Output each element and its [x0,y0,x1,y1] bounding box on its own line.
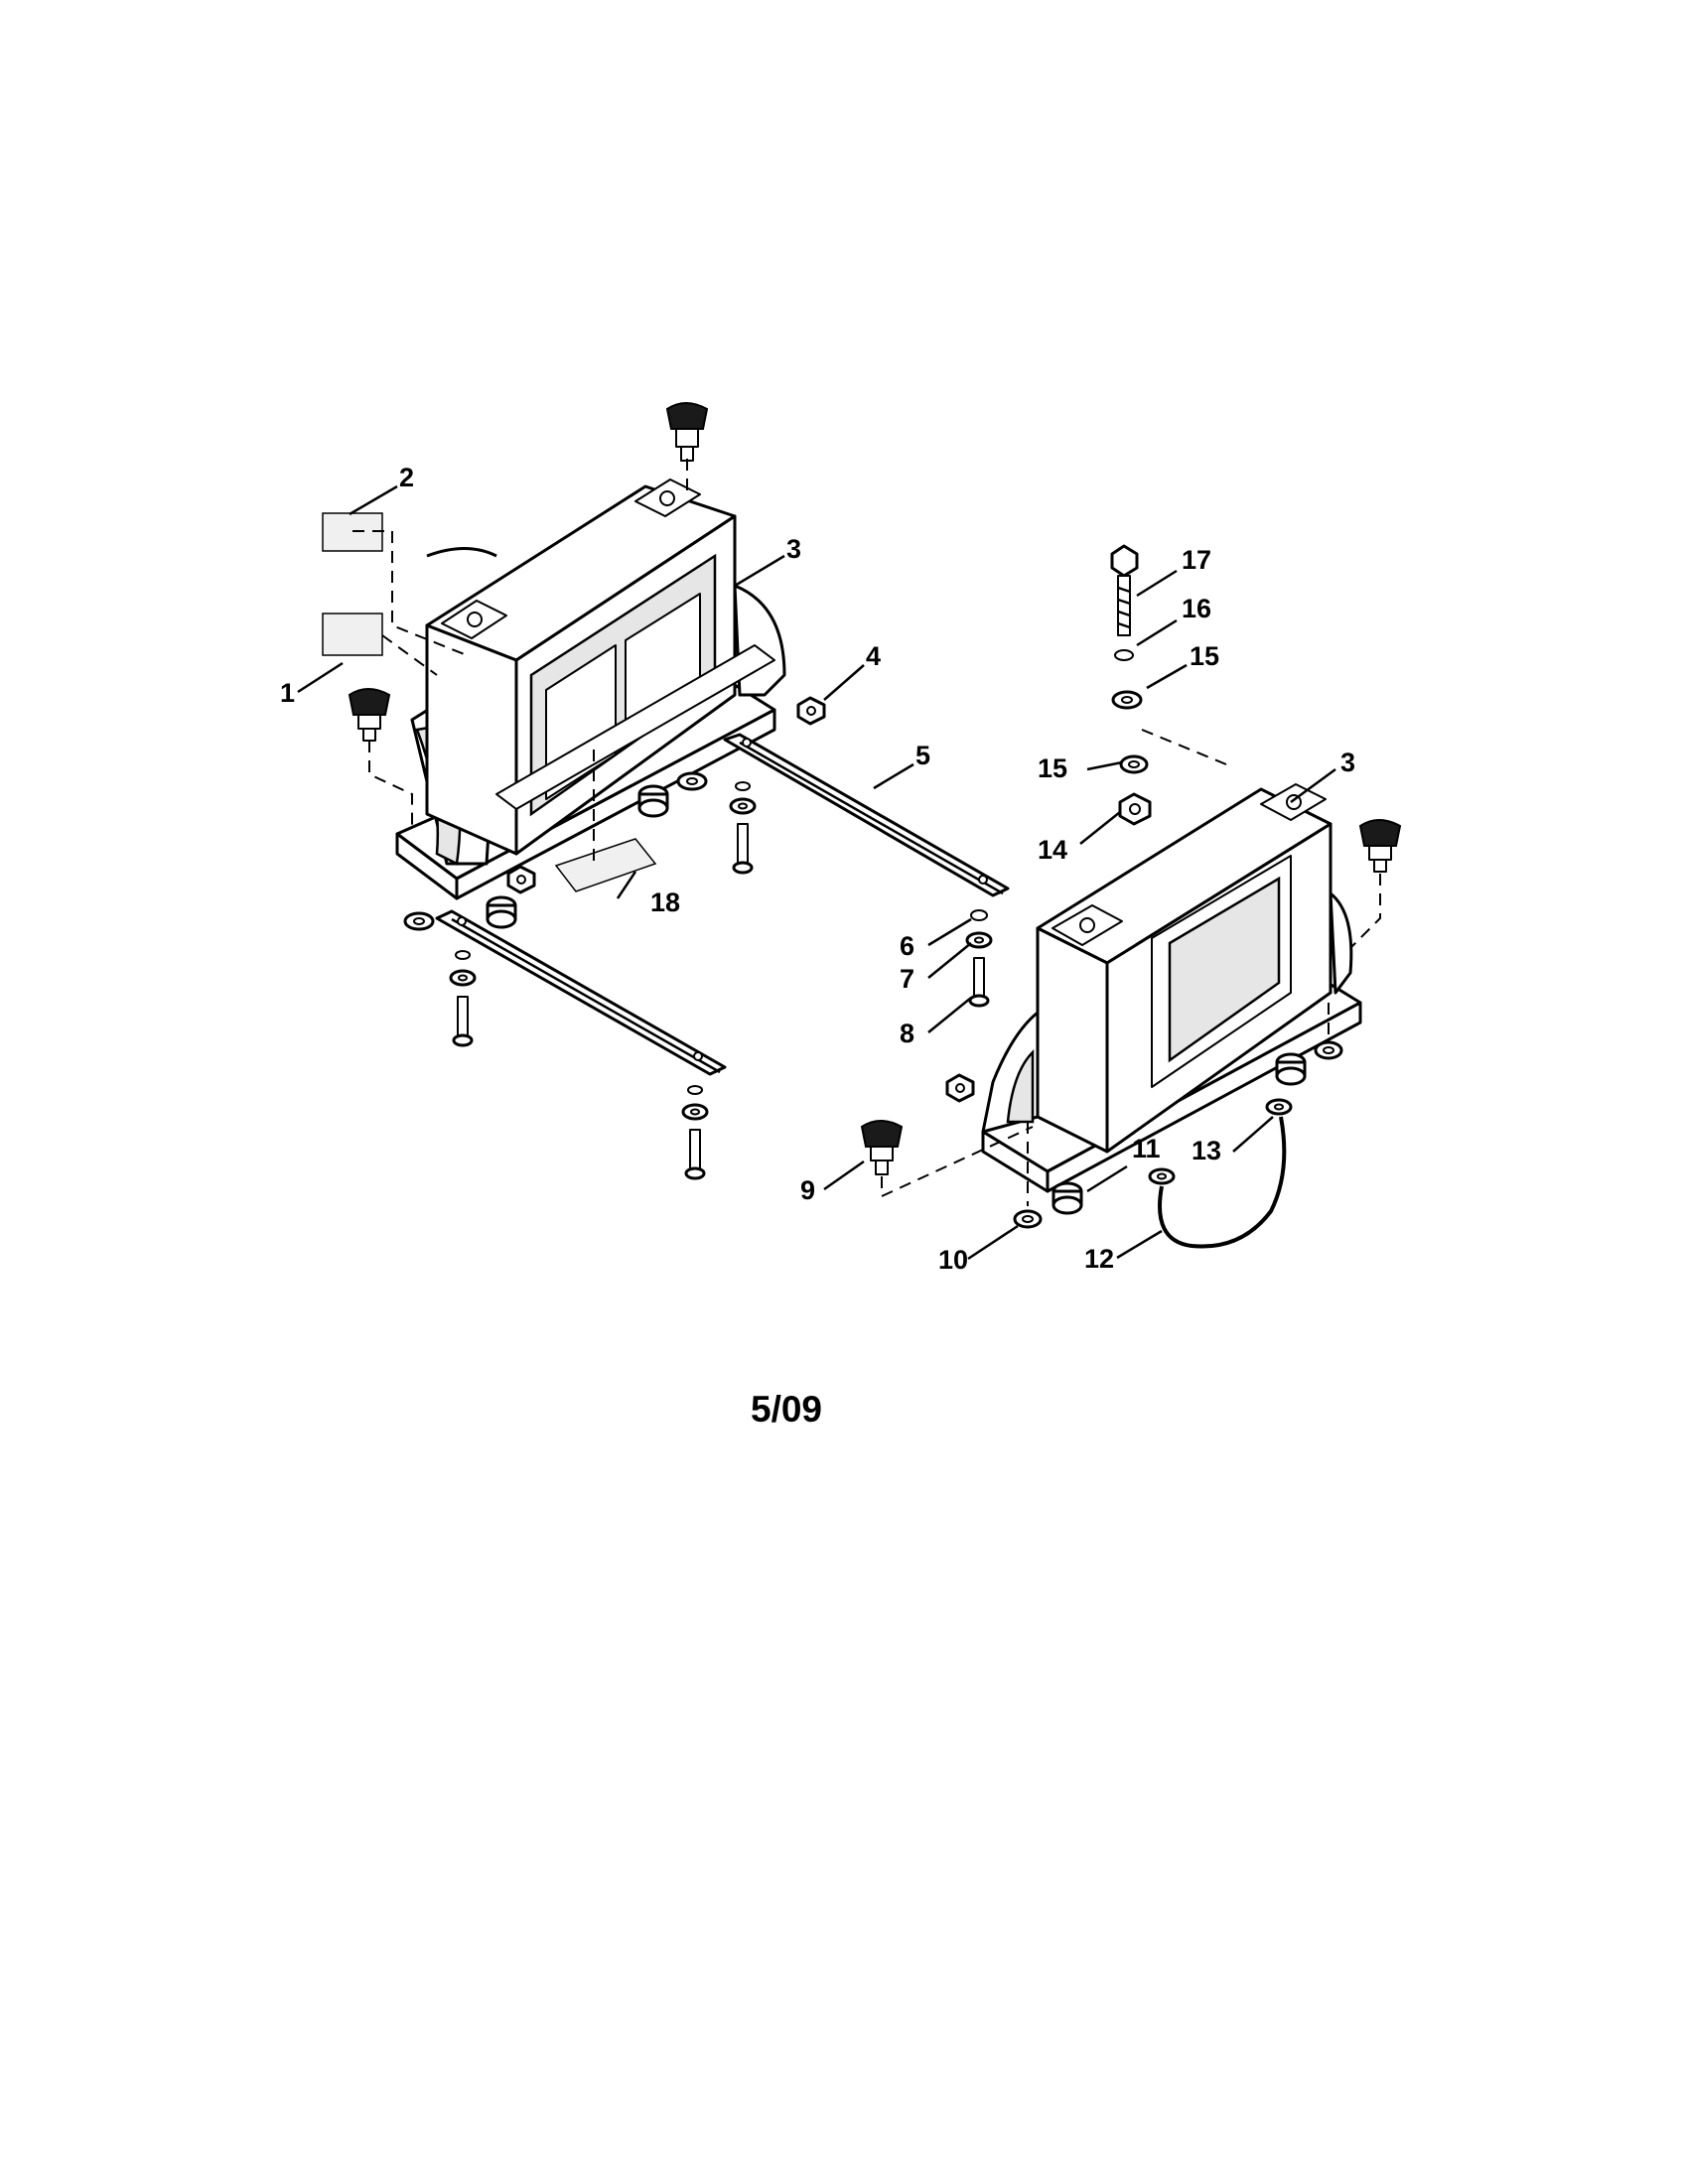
right-base-housing [981,783,1362,1193]
knob-top-left [665,402,709,462]
wire-12 [1158,1116,1287,1249]
screw-left-c [684,1129,706,1180]
washer-left-e [681,1103,709,1121]
label-decal-1 [322,613,383,656]
lock-ring-6 [970,909,988,921]
bolt-17 [1110,544,1139,636]
nut-left-base [506,865,536,894]
callout-4: 4 [866,641,881,671]
nut-14 [1118,792,1152,826]
lock-ring-left-a [735,781,751,791]
callout-8: 8 [900,1019,914,1048]
callout-18: 18 [650,887,680,917]
callout-3-left: 3 [786,534,801,564]
lock-ring-left-c [687,1085,703,1095]
knob-right [1358,819,1402,873]
lock-ring-left-b [455,950,471,960]
washer-left-c [729,797,757,815]
washer-12-end [1148,1167,1176,1185]
callout-3-right: 3 [1340,748,1355,777]
callout-5: 5 [915,741,930,770]
callout-10: 10 [938,1245,968,1275]
label-decal-18 [554,838,657,892]
callout-1: 1 [280,678,295,708]
washer-left-d [449,969,477,987]
callout-labels: 1 2 3 3 4 5 6 7 8 9 10 11 12 13 14 15 15… [280,463,1355,1275]
screw-left-b [452,996,474,1047]
callout-16: 16 [1182,594,1211,623]
knob-left [348,688,391,742]
grommet-left-2 [486,895,517,929]
assembly-lines [352,459,1381,1206]
nut-right-base [945,1073,975,1103]
washer-7 [965,931,993,949]
grommet-right [1275,1052,1307,1086]
callout-9: 9 [800,1175,815,1205]
washer-13 [1265,1098,1293,1116]
washer-left-a [676,771,708,791]
grommet-left-1 [637,784,669,818]
washer-right-base [1314,1040,1343,1060]
callout-14: 14 [1038,835,1067,865]
screw-left-a [732,823,754,875]
callout-2: 2 [399,463,414,492]
washer-left-b [403,911,435,931]
callout-13: 13 [1192,1136,1221,1165]
screw-8 [968,957,990,1008]
grommet-11 [1052,1181,1083,1215]
cross-bar-5 [723,733,1010,897]
callout-15-lower: 15 [1038,753,1067,783]
washer-15-lower [1119,754,1149,774]
callout-12: 12 [1084,1244,1114,1274]
washer-15-upper [1111,690,1143,710]
lock-ring-16 [1114,649,1134,661]
callout-15-upper: 15 [1190,641,1219,671]
callout-11: 11 [1132,1134,1161,1163]
nut-4 [796,696,826,726]
callout-17: 17 [1182,545,1211,575]
knob-9 [860,1120,904,1175]
cross-bar-lower [435,909,727,1076]
callout-6: 6 [900,931,914,961]
washer-10 [1013,1209,1043,1229]
leader-lines [297,484,1336,1261]
page-footer-date: 5/09 [751,1389,822,1430]
callout-7: 7 [900,964,914,994]
left-base-housing [395,478,786,900]
